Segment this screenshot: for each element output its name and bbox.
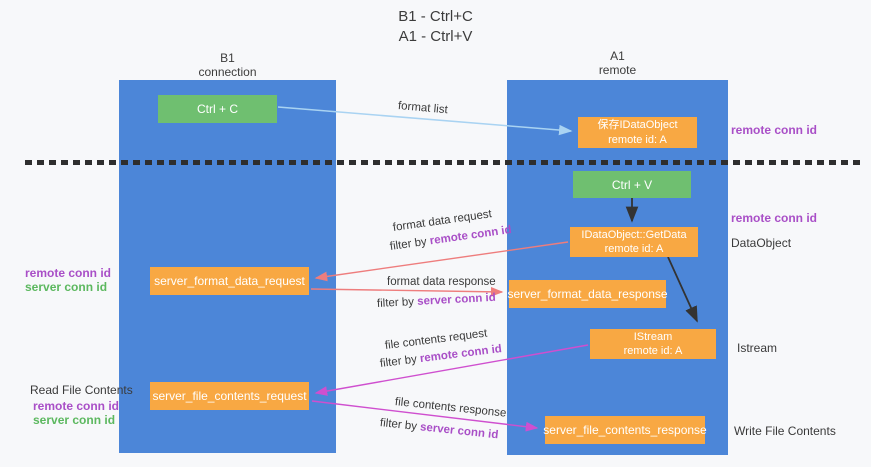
- dataobject-annotation: DataObject: [731, 236, 792, 250]
- left-column-subtitle: connection: [198, 65, 257, 80]
- ctrl-c-box: Ctrl + C: [158, 95, 277, 123]
- remote-conn-id-text: remote conn id: [419, 343, 503, 366]
- title-line-1: B1 - Ctrl+C: [398, 8, 473, 25]
- right-column-name: A1: [610, 49, 625, 63]
- diagram-title: B1 - Ctrl+C A1 - Ctrl+V: [0, 7, 871, 48]
- filter-by-text: filter by: [379, 353, 418, 370]
- read-file-contents-annotation: Read File Contents: [30, 383, 133, 397]
- server-file-contents-request-label: server_file_contents_request: [152, 389, 307, 403]
- server-file-contents-response-box: server_file_contents_response: [543, 416, 707, 444]
- format-data-response-filter-label: filter by server conn id: [377, 292, 496, 310]
- remote-conn-id-text: remote conn id: [429, 223, 513, 248]
- istream-line1: IStream: [633, 330, 673, 343]
- ctrl-c-label: Ctrl + C: [196, 102, 238, 116]
- remote-conn-id-annotation-top: remote conn id: [731, 123, 818, 137]
- istream-annotation: Istream: [737, 341, 778, 355]
- getdata-line1: IDataObject::GetData: [581, 228, 687, 241]
- left-column-header: B1 connection: [160, 51, 295, 80]
- istream-box: IStream remote id: A: [590, 329, 716, 359]
- server-file-contents-request-box: server_file_contents_request: [150, 382, 309, 410]
- filter-by-text: filter by: [389, 235, 428, 253]
- write-file-contents-annotation: Write File Contents: [734, 424, 836, 438]
- filter-by-text: filter by: [376, 296, 415, 310]
- server-format-data-request-label: server_format_data_request: [154, 274, 305, 288]
- save-dataobject-box: 保存IDataObject remote id: A: [578, 117, 697, 148]
- filter-by-text: filter by: [379, 417, 418, 433]
- getdata-line2: remote id: A: [604, 243, 664, 255]
- save-dataobject-line2: remote id: A: [608, 133, 667, 146]
- left-remote-conn-id-annotation: remote conn id: [25, 266, 112, 280]
- save-dataobject-line1: 保存IDataObject: [597, 119, 678, 132]
- left-server-conn-id-annotation: server conn id: [25, 280, 108, 294]
- file-contents-response-filter-label: filter by server conn id: [379, 417, 499, 441]
- ctrl-v-box: Ctrl + V: [573, 171, 691, 198]
- istream-line2: remote id: A: [623, 345, 683, 357]
- idataobject-getdata-box: IDataObject::GetData remote id: A: [570, 227, 698, 257]
- server-file-contents-response-label: server_file_contents_response: [543, 423, 707, 437]
- server-format-data-response-box: server_format_data_response: [507, 280, 668, 308]
- file-contents-response-label: file contents response: [394, 396, 507, 420]
- right-column-header: A1 remote: [550, 49, 685, 78]
- remote-conn-id-annotation-mid: remote conn id: [731, 211, 818, 225]
- left-bottom-remote-conn-id-annotation: remote conn id: [33, 399, 120, 413]
- server-format-data-response-label: server_format_data_response: [507, 287, 668, 301]
- left-bottom-server-conn-id-annotation: server conn id: [33, 413, 116, 427]
- server-conn-id-text: server conn id: [416, 291, 497, 308]
- format-list-label: format list: [397, 100, 449, 117]
- format-data-response-label: format data response: [387, 276, 496, 288]
- ctrl-v-label: Ctrl + V: [611, 177, 653, 192]
- arrow-format-data-response: [310, 286, 504, 297]
- server-conn-id-text: server conn id: [419, 421, 499, 442]
- left-column-name: B1: [220, 51, 235, 65]
- title-line-2: A1 - Ctrl+V: [398, 28, 473, 46]
- dashed-separator: [25, 160, 863, 165]
- server-format-data-request-box: server_format_data_request: [150, 267, 309, 295]
- right-column-subtitle: remote: [598, 63, 637, 78]
